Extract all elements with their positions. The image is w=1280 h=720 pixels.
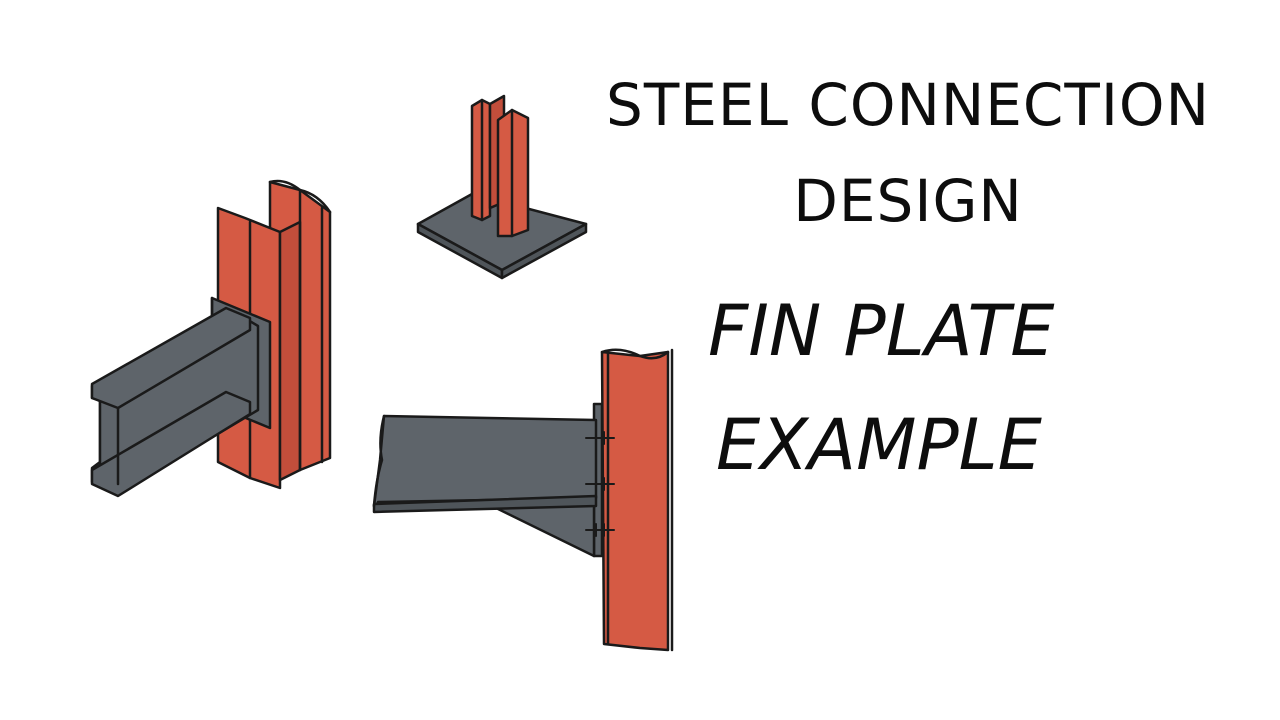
title-line-2: DESIGN (793, 167, 1023, 235)
beam-member (90, 306, 260, 498)
stub-column (470, 94, 530, 238)
bolts (585, 431, 615, 537)
supporting-column (600, 348, 674, 652)
subtitle-line-2: EXAMPLE (716, 404, 1042, 486)
beam-to-column-flange-connection-icon (90, 179, 332, 498)
title-line-1: STEEL CONNECTION (606, 71, 1210, 139)
fin-plate-connection-icon (372, 348, 674, 652)
column-base-plate-icon (416, 94, 588, 280)
subtitle-line-1: FIN PLATE (708, 290, 1055, 372)
supported-beam (372, 414, 598, 558)
